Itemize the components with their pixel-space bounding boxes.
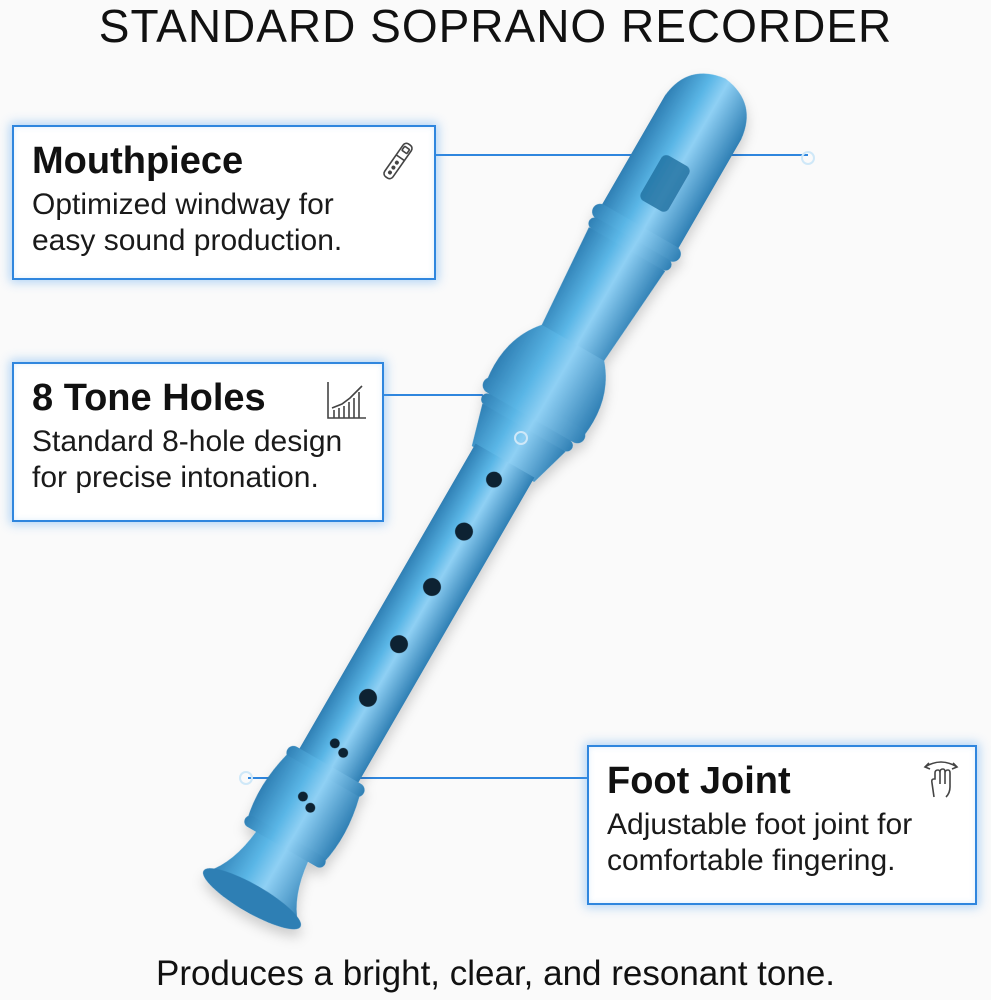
foot-ring-1: [286, 745, 365, 797]
head-ring-2: [588, 217, 672, 271]
foot-bell-rim: [203, 868, 302, 930]
callout-description: Optimized windway for easy sound product…: [32, 187, 416, 259]
mouthpiece-marker: [801, 151, 815, 165]
hand-rotate-icon: [919, 757, 963, 801]
callout-description-line: Standard 8-hole design: [32, 425, 343, 458]
tone-hole-6b: [338, 747, 349, 758]
head-ring-1: [592, 203, 681, 262]
callout-description-line: easy sound production.: [32, 224, 343, 257]
callout-description-line: for precise intonation.: [32, 461, 319, 494]
callout-description: Adjustable foot joint for comfortable fi…: [607, 807, 957, 879]
joint-ring-2: [481, 393, 573, 452]
foot-joint-marker: [239, 771, 253, 785]
callout-foot-joint: Foot Joint Adjustable foot joint for com…: [587, 745, 977, 905]
callout-description-line: Optimized windway for: [32, 188, 334, 221]
foot-body: [247, 754, 360, 863]
bar-chart-icon: [324, 378, 368, 422]
tone-hole-6a: [329, 738, 340, 749]
tone-hole-1: [486, 471, 502, 488]
main-tube: [295, 443, 535, 790]
callout-mouthpiece: Mouthpiece Optimized windway for easy so…: [12, 125, 436, 280]
tone-hole-4: [390, 635, 408, 654]
head-taper: [541, 227, 666, 361]
recorder-icon: [376, 139, 420, 183]
tone-hole-3: [423, 577, 441, 596]
joint-ring-1: [482, 377, 586, 444]
windway-slot: [640, 155, 690, 212]
recorder-body: [203, 73, 747, 930]
callout-heading: Mouthpiece: [32, 140, 244, 182]
tone-hole-2: [455, 522, 473, 541]
tagline: Produces a bright, clear, and resonant t…: [155, 954, 836, 993]
tone-holes-marker: [514, 431, 528, 445]
callout-description-line: Adjustable foot joint for: [607, 808, 913, 841]
callout-tone-holes: 8 Tone Holes Standard 8-hole design for …: [12, 362, 384, 522]
foot-ring-2: [244, 815, 326, 868]
tone-holes: [297, 471, 502, 813]
callout-heading: 8 Tone Holes: [32, 377, 266, 419]
callout-heading: Foot Joint: [607, 760, 791, 802]
joint-bulge: [487, 324, 606, 436]
page-title: STANDARD SOPRANO RECORDER: [98, 0, 893, 52]
foot-bell: [207, 831, 308, 924]
tone-hole-7a: [297, 791, 308, 802]
callout-description-line: comfortable fingering.: [607, 844, 896, 877]
tone-hole-7b: [305, 802, 316, 813]
tone-hole-5: [359, 688, 377, 707]
callout-description: Standard 8-hole design for precise inton…: [32, 424, 364, 496]
